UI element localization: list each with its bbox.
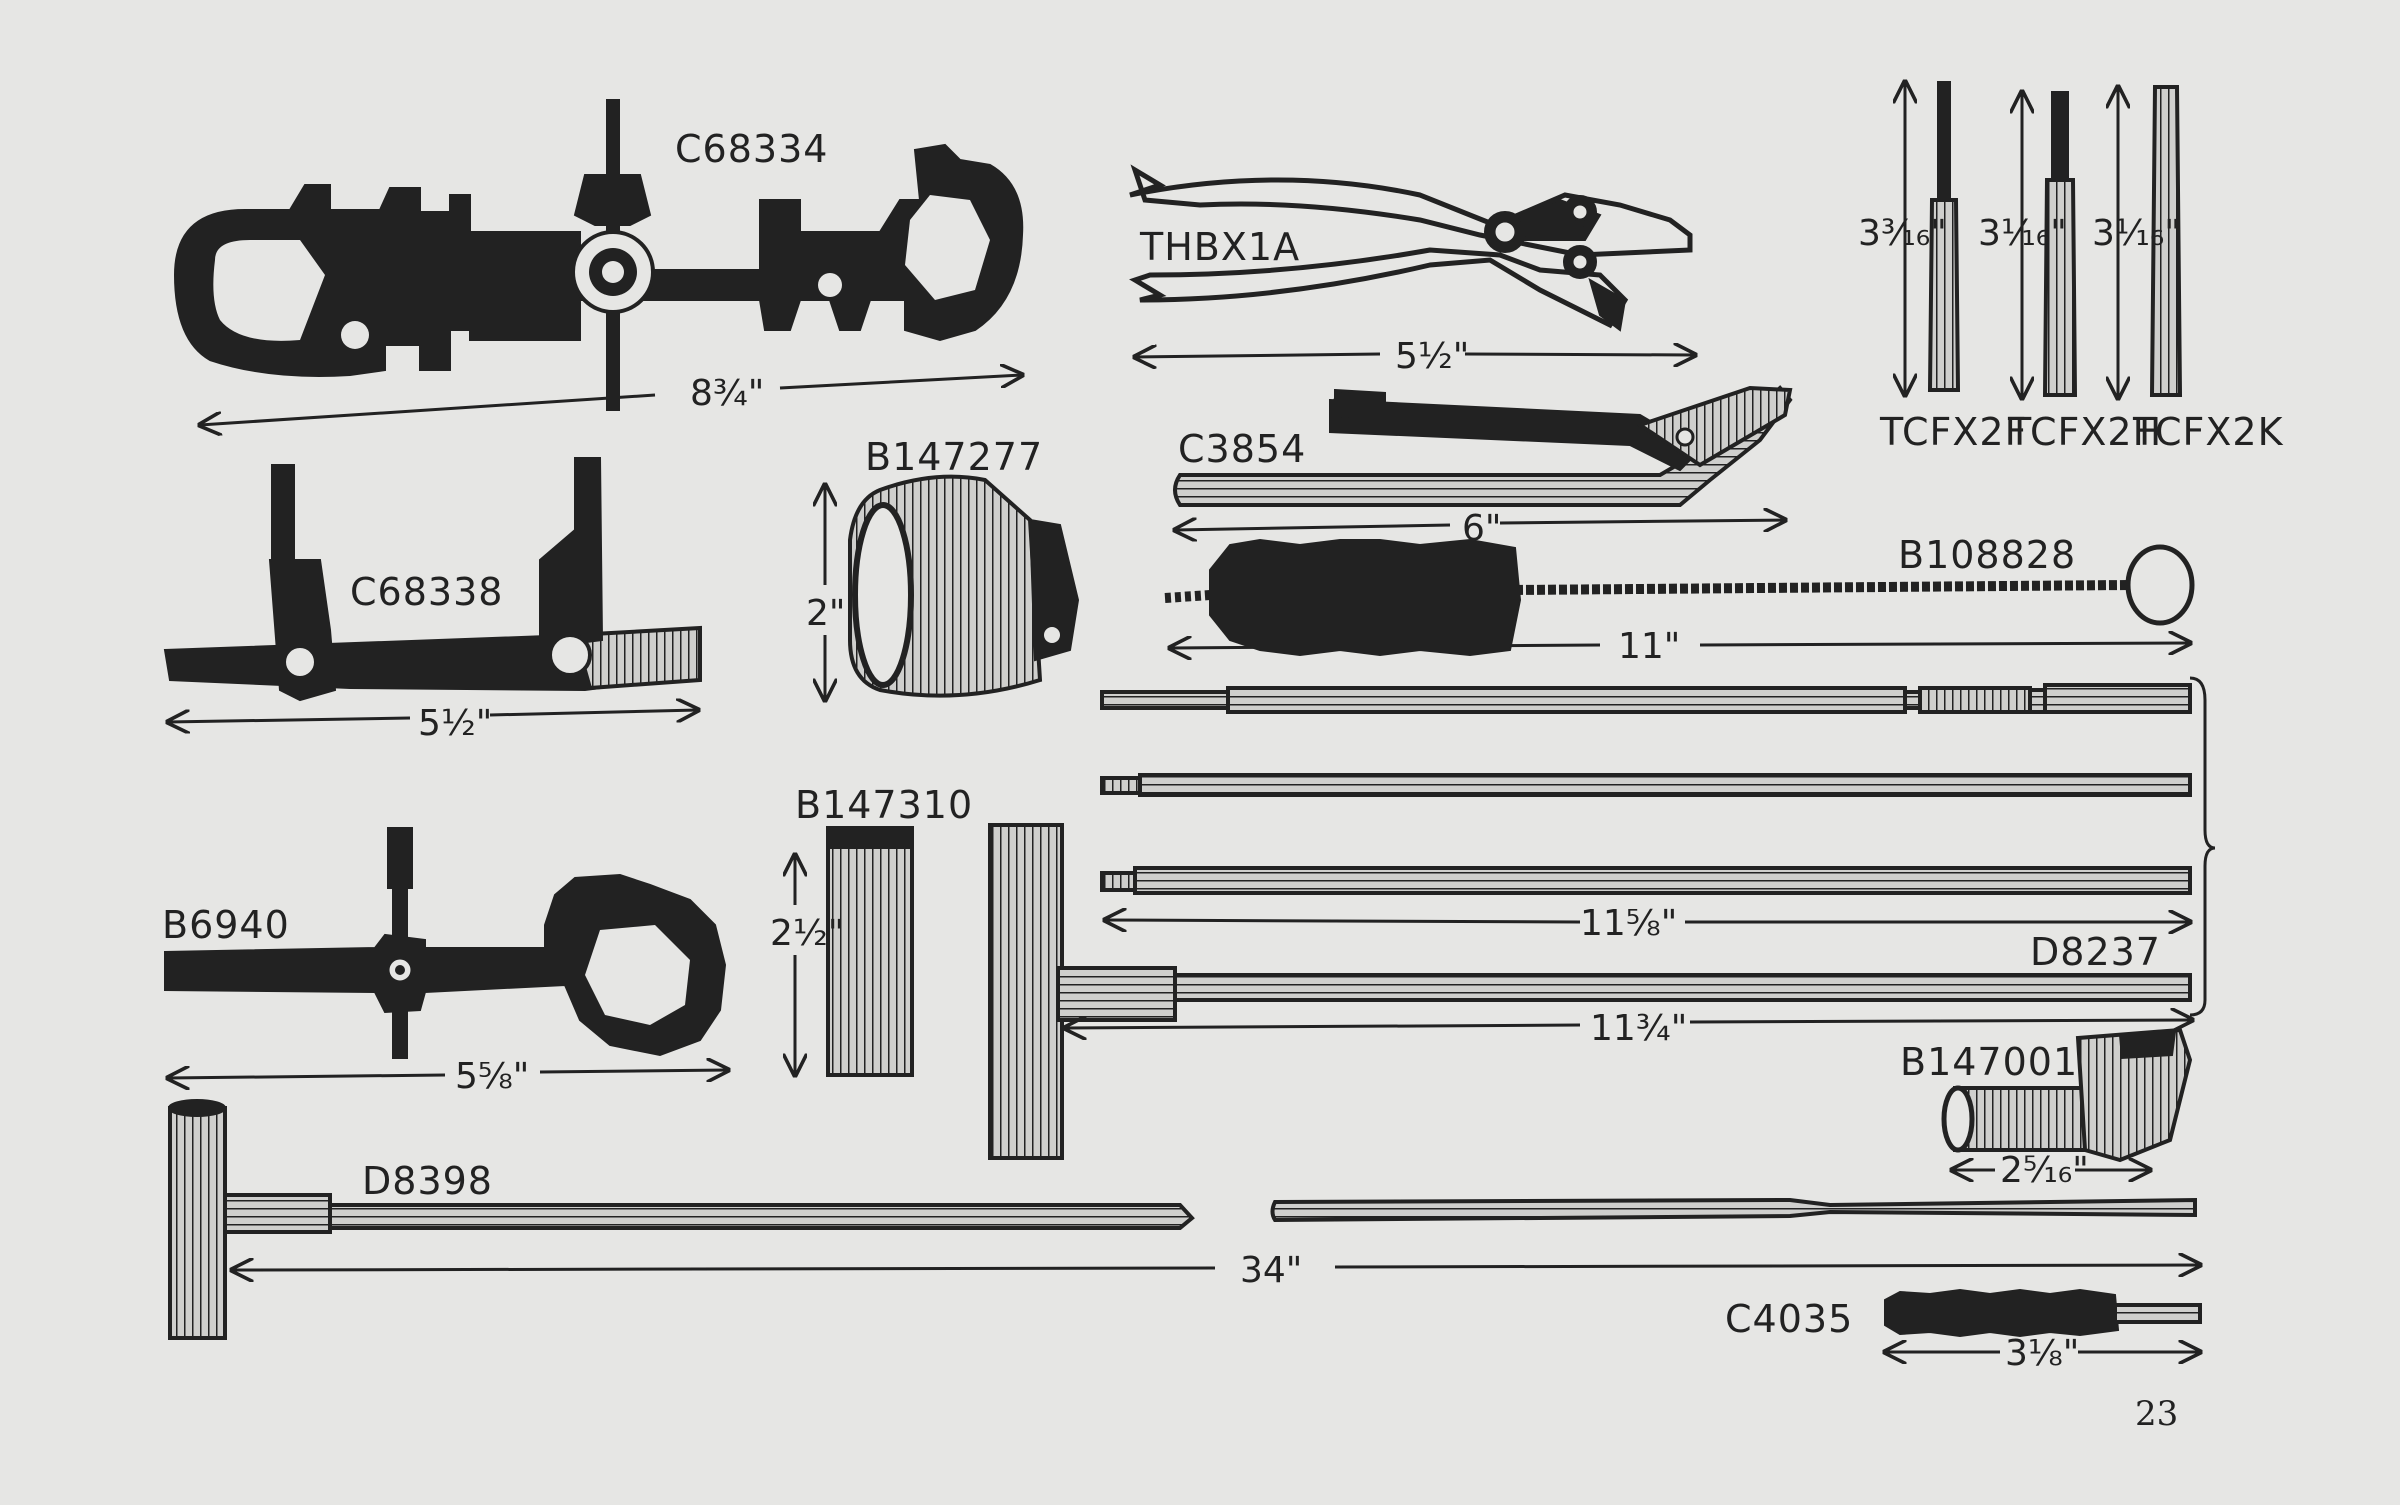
- c4035-length: 3⅛": [2005, 1333, 2079, 1374]
- combination-tool-small-hole: [341, 321, 369, 349]
- b147310-label: B147310: [795, 783, 973, 827]
- d8398-length: 34": [1240, 1250, 1302, 1291]
- b147001-length: 2⁵⁄₁₆": [2000, 1150, 2089, 1191]
- b147310-length: 2½": [770, 913, 844, 954]
- b6940-body: [164, 873, 727, 1057]
- b6940-label: B6940: [162, 903, 290, 947]
- long-rod-d8398: D8398 34": [168, 1099, 2200, 1340]
- rod-handle-c3854: C3854 6": [1175, 385, 1793, 549]
- b108828-loop: [2125, 544, 2195, 626]
- thbx1a-label: THBX1A: [1139, 225, 1300, 269]
- c68338-label: C68338: [350, 570, 503, 614]
- combination-tool-hole-left: [213, 240, 325, 341]
- drift-tcfx2k: 3¹⁄₁₆" TCFX2K: [2092, 87, 2284, 454]
- rod-sections: 11⅝": [1100, 676, 2216, 1017]
- c4035-label: C4035: [1725, 1297, 1853, 1341]
- tcfx2k-length: 3¹⁄₁₆": [2092, 213, 2181, 254]
- drift-tcfx2h: 3¹⁄₁₆" TCFX2H: [1978, 92, 2162, 454]
- b147001-label: B147001: [1900, 1040, 2078, 1084]
- bore-brush-b108828: B108828 11": [1164, 533, 2195, 667]
- b6940-hex-hole: [585, 925, 690, 1025]
- small-brush-c4035: C4035 3⅛": [1725, 1288, 2200, 1374]
- d8237-length: 11¾": [1590, 1008, 1687, 1049]
- pliers-upper-handle: [1129, 164, 1693, 258]
- d8398-tee-handle: [168, 1106, 227, 1340]
- rod-section-3: [1100, 866, 2192, 895]
- sleeve-b147310: B147310 2½": [770, 783, 973, 1075]
- thbx1a-length: 5½": [1395, 336, 1469, 377]
- spanner-b6940: B6940 5⅝": [162, 827, 728, 1097]
- b108828-bristles: [1209, 538, 1522, 657]
- tcfx2h-length: 3¹⁄₁₆": [1978, 213, 2067, 254]
- rod-section-length: 11⅝": [1580, 903, 1677, 944]
- tee-rod-d8237: D8237 11¾": [988, 823, 2192, 1160]
- rod-group-brace: [2189, 676, 2216, 1017]
- b108828-label: B108828: [1898, 533, 2076, 577]
- tcfx2h-label: TCFX2H: [2007, 410, 2162, 454]
- combination-tool-body: [173, 143, 1024, 377]
- b147277-label: B147277: [865, 435, 1043, 479]
- pliers-lower-handle: [1129, 247, 1629, 329]
- drift-tcfx2f: 3³⁄₁₆" TCFX2F: [1858, 82, 2027, 454]
- b108828-length: 11": [1618, 626, 1680, 667]
- d8237-label: D8237: [2030, 930, 2161, 974]
- collar-b147277: B147277 2": [806, 435, 1080, 700]
- tcfx2k-label: TCFX2K: [2132, 410, 2284, 454]
- d8398-label: D8398: [362, 1159, 493, 1203]
- combination-tool-c68338: C68338 5½": [163, 457, 702, 744]
- b6940-length: 5⅝": [455, 1056, 529, 1097]
- rod-section-1: [1100, 683, 2192, 714]
- combination-tool-hex-right: [905, 195, 990, 300]
- page-number: 23: [2135, 1394, 2178, 1434]
- b147277-length: 2": [806, 593, 845, 634]
- drifts-tcfx2: 3³⁄₁₆" TCFX2F 3¹⁄₁₆" TCFX2H 3¹⁄₁₆" TCFX2…: [1858, 82, 2284, 454]
- c68338-length: 5½": [418, 703, 492, 744]
- c4035-bristles: [1884, 1288, 2120, 1338]
- combination-tool-c68334: C68334 8¾": [173, 99, 1024, 425]
- pliers-thbx1a: THBX1A 5½": [1129, 164, 1695, 377]
- c68334-length: 8¾": [690, 373, 764, 414]
- rod-section-2: [1100, 773, 2192, 797]
- c68334-label: C68334: [675, 127, 828, 171]
- tcfx2f-label: TCFX2F: [1879, 410, 2027, 454]
- tcfx2f-length: 3³⁄₁₆": [1858, 213, 1947, 254]
- d8237-tee-handle: [988, 823, 1064, 1160]
- c3854-label: C3854: [1178, 427, 1306, 471]
- holder-b147001: B147001 2⁵⁄₁₆": [1900, 1027, 2193, 1191]
